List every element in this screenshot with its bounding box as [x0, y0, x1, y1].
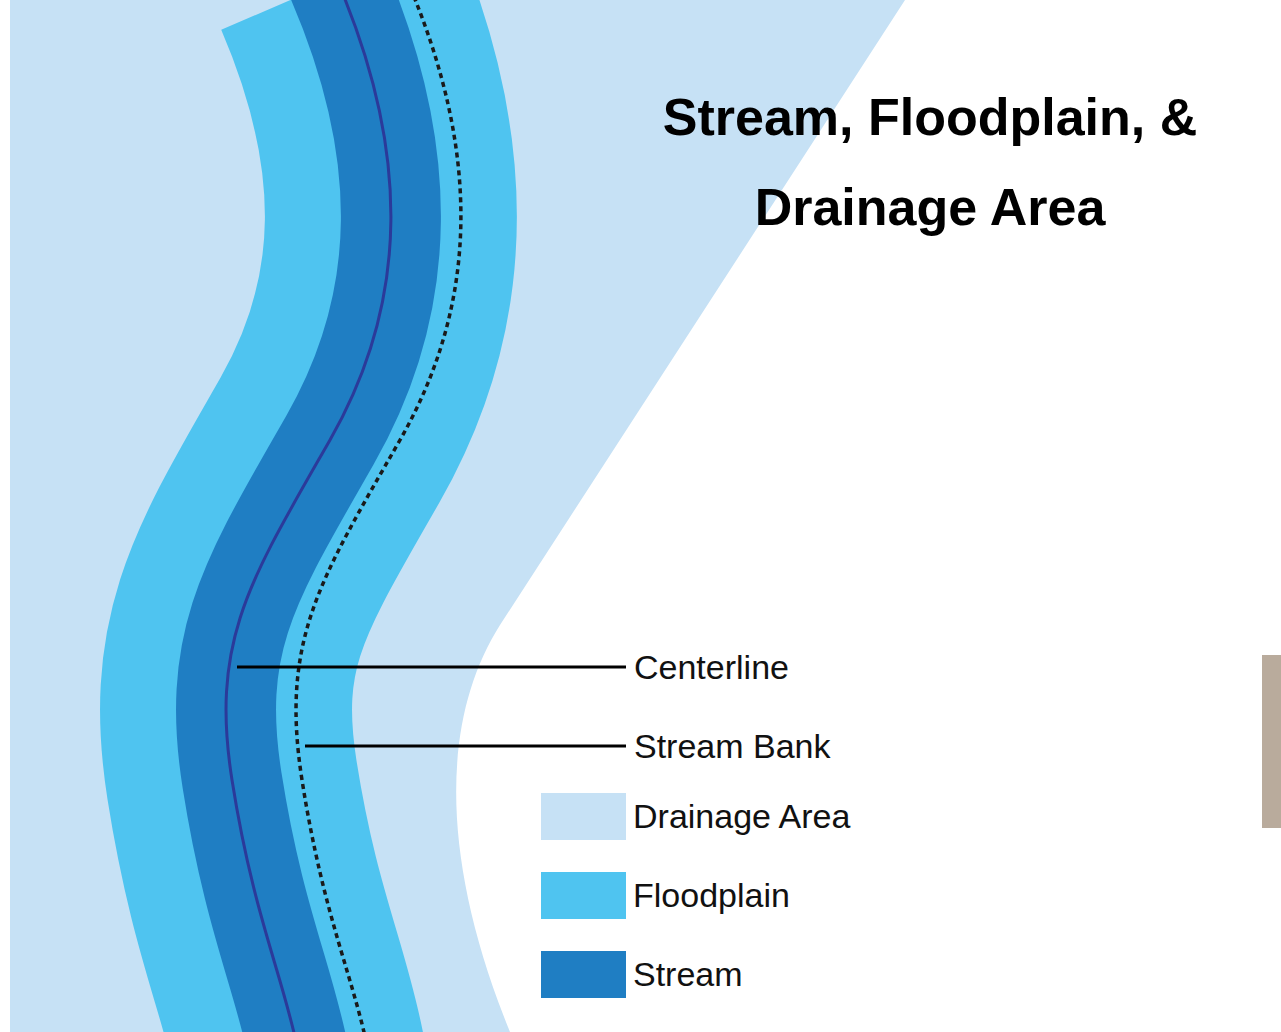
- leader-line: [237, 666, 626, 669]
- legend-swatch: [541, 951, 626, 998]
- legend-swatch: [541, 793, 626, 840]
- stream-band: [226, 0, 391, 1032]
- legend-text: Drainage Area: [633, 796, 850, 836]
- leader-line: [305, 745, 626, 748]
- legend-swatch: [541, 872, 626, 919]
- legend-text: Floodplain: [633, 875, 790, 915]
- floodplain-band: [226, 0, 391, 1032]
- diagram-title: Stream, Floodplain, & Drainage Area: [585, 72, 1275, 252]
- leader-label: Centerline: [634, 647, 789, 687]
- legend-text: Stream: [633, 954, 743, 994]
- centerline: [226, 0, 391, 1032]
- stream-bank-line: [296, 0, 461, 1032]
- leader-label: Stream Bank: [634, 726, 831, 766]
- edge-tab: [1262, 655, 1281, 828]
